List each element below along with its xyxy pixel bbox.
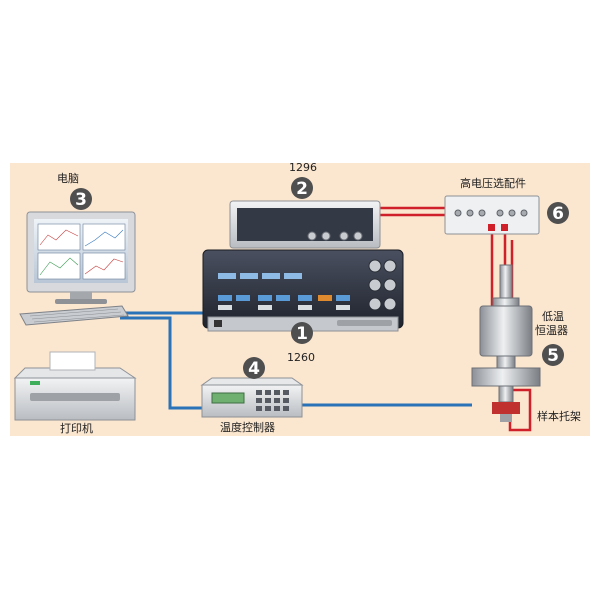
- hv-red-jack: [501, 224, 508, 231]
- badge-4-label: 4: [248, 359, 260, 379]
- badge-2-label: 2: [296, 179, 308, 199]
- hv-box: [444, 195, 540, 235]
- blue-cables: [120, 311, 472, 410]
- temperature-controller: 4 温度控制器: [200, 357, 304, 434]
- label-computer: 电脑: [57, 172, 79, 185]
- badge-6: [547, 202, 569, 224]
- keyboard-keys: [29, 308, 125, 323]
- printer-indicator: [30, 381, 40, 385]
- cryostat-neck: [496, 355, 516, 369]
- sample-holder-tip: [500, 414, 512, 422]
- controller-keypad: [256, 390, 289, 411]
- label-printer: 打印机: [60, 421, 93, 435]
- sample-holder-block: [492, 402, 520, 414]
- unit-1260-knobs: [368, 259, 397, 311]
- badge-3: [70, 188, 92, 210]
- high-voltage-option: 高电压选配件 6: [444, 176, 569, 235]
- screen-charts: [37, 223, 126, 280]
- label-temp-controller: 温度控制器: [220, 420, 275, 434]
- unit-1296-panel: [237, 208, 373, 241]
- label-cryostat-line1: 低温: [542, 310, 564, 323]
- printer: 打印机: [13, 351, 137, 435]
- unit-1260-buttons: [218, 273, 350, 310]
- unit-1296: 1296 2: [229, 161, 381, 249]
- label-sample-holder: 样本托架: [537, 409, 581, 423]
- label-model-1296: 1296: [289, 161, 317, 174]
- label-model-1260: 1260: [287, 351, 315, 364]
- printer-slot: [30, 393, 120, 401]
- unit-1296-connectors: [307, 231, 363, 241]
- badge-2: [291, 177, 313, 199]
- controller-top: [200, 377, 304, 386]
- label-cryostat-line2: 恒温器: [535, 324, 568, 337]
- monitor-base: [55, 299, 107, 304]
- controller-display: [211, 392, 245, 404]
- unit-1260-power: [214, 320, 222, 327]
- badge-4: [243, 357, 265, 379]
- monitor-stand: [70, 292, 92, 300]
- computer: 3 电脑: [19, 172, 136, 326]
- label-hv-option: 高电压选配件: [460, 176, 526, 190]
- cryostat-body: [479, 305, 533, 357]
- printer-paper: [49, 351, 96, 371]
- cryostat-base: [471, 367, 541, 387]
- unit-1260-slot: [337, 320, 392, 326]
- badge-6-label: 6: [552, 204, 564, 224]
- badge-1-label: 1: [296, 324, 308, 344]
- hv-red-jack: [488, 224, 495, 231]
- badge-1: [291, 322, 313, 344]
- badge-5: [542, 344, 564, 366]
- hv-connectors: [454, 209, 528, 217]
- unit-1260: 1 1260: [202, 249, 404, 364]
- cryostat-cap: [492, 297, 520, 307]
- badge-3-label: 3: [75, 190, 87, 210]
- cryostat: 低温 恒温器 5 样本托架: [471, 264, 581, 423]
- cryostat-stem: [498, 385, 514, 403]
- badge-5-label: 5: [547, 346, 559, 366]
